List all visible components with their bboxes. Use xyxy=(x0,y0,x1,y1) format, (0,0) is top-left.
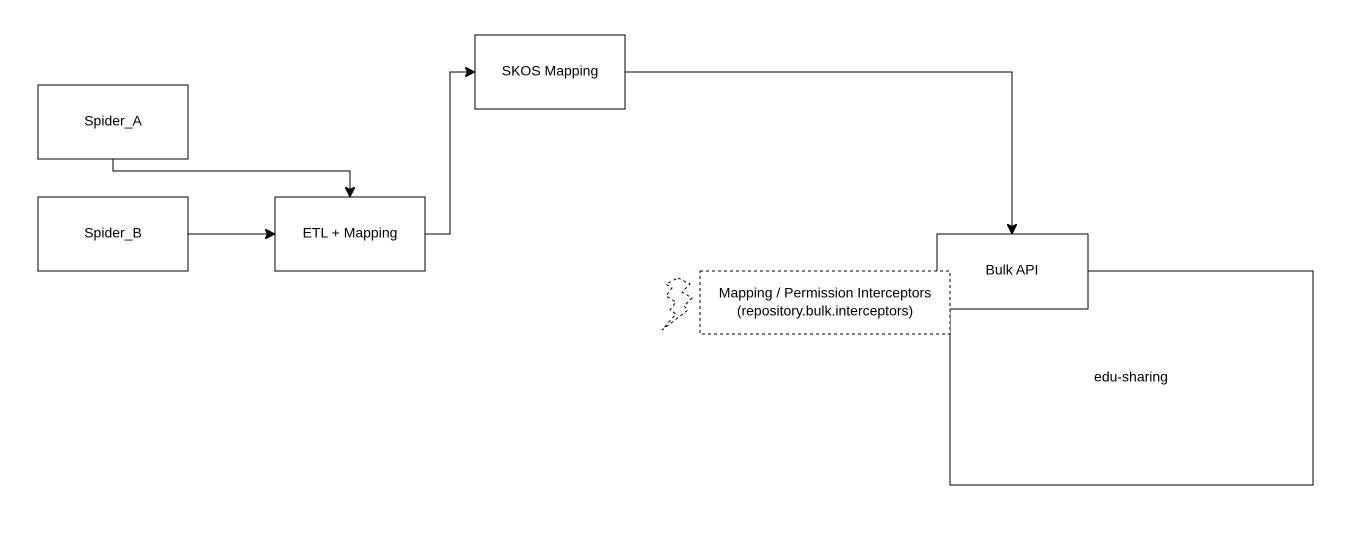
spider-b-label: Spider_B xyxy=(84,225,142,241)
skos-mapping-node[interactable]: SKOS Mapping xyxy=(474,34,626,110)
edu-sharing-label: edu-sharing xyxy=(1094,369,1168,385)
etl-mapping-label: ETL + Mapping xyxy=(303,225,398,241)
skos-mapping-label: SKOS Mapping xyxy=(502,63,599,79)
interceptors-node[interactable]: Mapping / Permission Interceptors (repos… xyxy=(699,270,951,335)
spider-b-node[interactable]: Spider_B xyxy=(37,196,189,272)
spider-a-label: Spider_A xyxy=(84,113,142,129)
spider-a-node[interactable]: Spider_A xyxy=(37,84,189,160)
bulk-api-node[interactable]: Bulk API xyxy=(936,233,1089,310)
edge-skos-to-bulk-api xyxy=(625,71,1012,233)
etl-mapping-node[interactable]: ETL + Mapping xyxy=(274,196,426,272)
edge-spider-a-to-etl xyxy=(112,159,350,196)
interceptors-label-line1: Mapping / Permission Interceptors xyxy=(719,285,931,301)
lightning-bolt-icon xyxy=(661,277,693,331)
edge-etl-to-skos xyxy=(425,72,474,235)
bulk-api-label: Bulk API xyxy=(986,262,1039,278)
interceptors-label-line2: (repository.bulk.interceptors) xyxy=(737,303,913,319)
